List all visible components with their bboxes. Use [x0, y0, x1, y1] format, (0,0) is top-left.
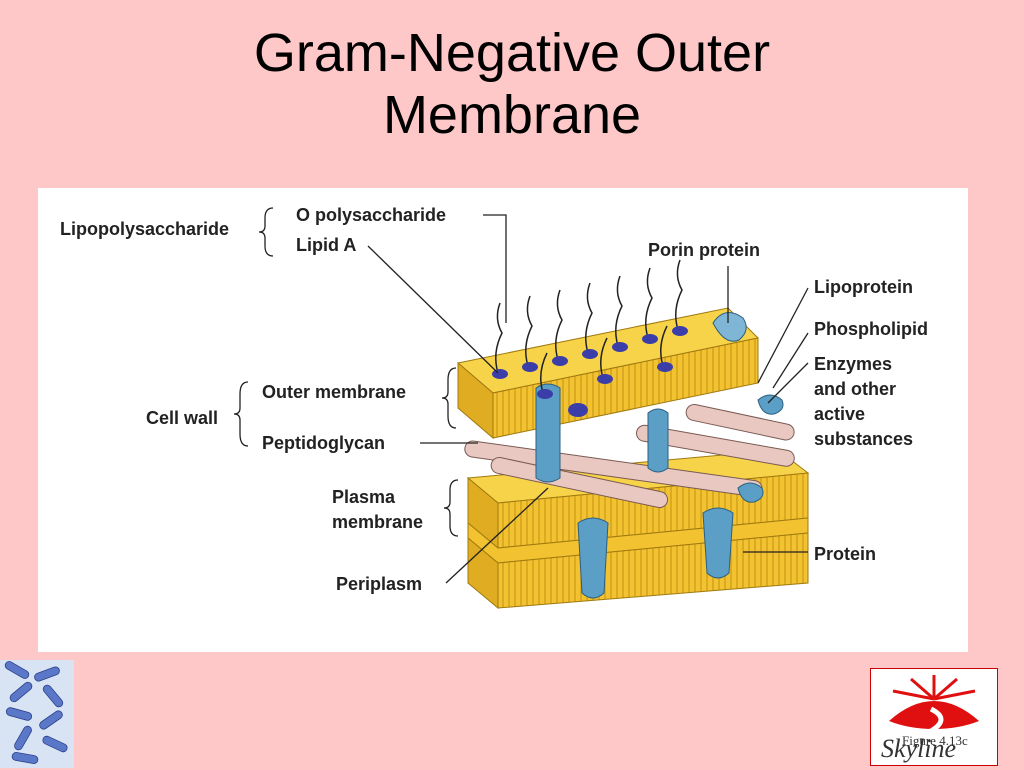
title-line-1: Gram-Negative Outer — [253, 23, 771, 83]
label-plasma-line-2: membrane — [332, 512, 423, 532]
label-enzymes-line-1: Enzymes — [814, 354, 892, 374]
outer-membrane-proteins — [535, 312, 784, 503]
label-cell-wall: Cell wall — [146, 408, 218, 428]
label-phospholipid: Phospholipid — [814, 319, 928, 339]
label-o-polysaccharide: O polysaccharide — [296, 205, 446, 225]
diagram-labels: Lipopolysaccharide O polysaccharide Lipi… — [60, 205, 928, 594]
label-lipid-a: Lipid A — [296, 235, 356, 255]
label-porin-protein: Porin protein — [648, 240, 760, 260]
label-lipoprotein: Lipoprotein — [814, 277, 913, 297]
membrane-diagram: Lipopolysaccharide O polysaccharide Lipi… — [60, 205, 928, 610]
label-periplasm: Periplasm — [336, 574, 422, 594]
label-enzymes-line-4: substances — [814, 429, 913, 449]
figure-panel: Lipopolysaccharide O polysaccharide Lipi… — [38, 188, 968, 652]
label-enzymes-line-3: active — [814, 404, 865, 424]
logo-wordmark: Skyline — [881, 734, 956, 763]
sunburst-logo-icon: Skyline — [881, 675, 979, 763]
plasma-membrane-proteins — [577, 507, 734, 599]
label-protein: Protein — [814, 544, 876, 564]
lipopolysaccharide-chains — [492, 259, 688, 417]
label-peptidoglycan: Peptidoglycan — [262, 433, 385, 453]
label-outer-membrane: Outer membrane — [262, 382, 406, 402]
title-line-2: Membrane — [382, 85, 642, 145]
slide-title: Gram-Negative Outer Membrane — [0, 22, 1024, 146]
label-lipopolysaccharide: Lipopolysaccharide — [60, 219, 229, 239]
bacteria-thumbnail-image — [0, 660, 74, 768]
label-plasma-line-1: Plasma — [332, 487, 396, 507]
figure-number: Figure 4.13c — [902, 733, 968, 748]
label-enzymes-line-2: and other — [814, 379, 896, 399]
skyline-logo: Skyline — [870, 668, 998, 766]
leader-lines — [233, 207, 809, 584]
